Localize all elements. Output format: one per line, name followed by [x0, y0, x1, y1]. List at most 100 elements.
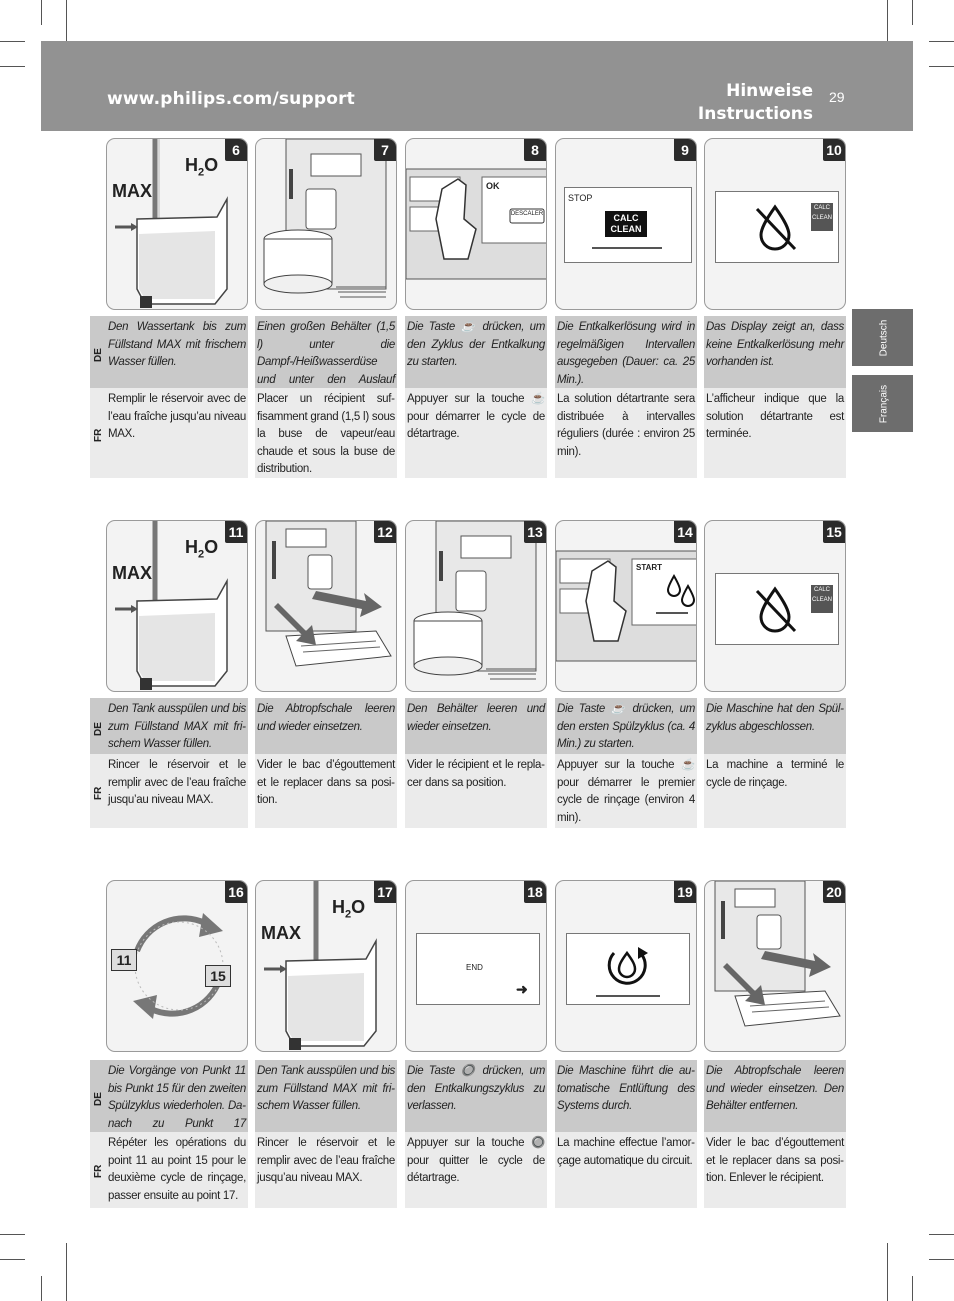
lang-label-de: DE	[90, 698, 107, 754]
step-12-fr: Vider le bac d’égouttement et le replace…	[255, 754, 397, 828]
max-label: MAX	[261, 923, 301, 943]
illustration-step-11: MAX H2O 11	[106, 520, 248, 692]
step-7-de: Einen großen Behälter (1,5 l) unter die …	[255, 316, 397, 403]
max-label: MAX	[112, 563, 152, 583]
water-tank-illustration	[264, 881, 377, 1050]
crop-mark	[0, 1259, 25, 1260]
loop-end-label: 15	[205, 965, 231, 987]
drip-tray-removal-illustration	[265, 521, 392, 667]
crop-mark	[929, 66, 954, 67]
priming-icon	[596, 947, 660, 997]
crop-mark	[887, 1243, 888, 1301]
crop-mark	[41, 1276, 42, 1301]
lang-label-fr: FR	[90, 754, 107, 828]
step-11-fr: Rincer le réservoir et le remplir avec d…	[106, 754, 248, 828]
page-title-de: Hinweise	[726, 81, 813, 101]
water-tank-illustration	[115, 139, 228, 308]
crop-mark	[41, 0, 42, 25]
step-17-fr: Rincer le réservoir et le remplir avec d…	[255, 1132, 397, 1208]
illustration-step-14: START 14	[555, 520, 697, 692]
page-number: 29	[829, 89, 845, 105]
step-18-de: Die Taste 🔘 drücken, um den Entkalkungsz…	[405, 1060, 547, 1132]
step-number: 13	[524, 521, 546, 543]
step-number: 17	[374, 881, 396, 903]
side-tab-deutsch: Deutsch	[852, 309, 913, 366]
step-number: 10	[823, 139, 845, 161]
step-14-de: Die Taste ☕ drücken, um den ersten Spülz…	[555, 698, 697, 754]
max-label: MAX	[112, 181, 152, 201]
drip-tray-removal-illustration	[714, 881, 841, 1027]
end-label: END	[466, 963, 483, 972]
illustration-step-20: 20	[704, 880, 846, 1052]
step-10-fr: L’afficheur indique que la solution déta…	[704, 388, 846, 478]
h2o-label: H2O	[185, 155, 219, 179]
loop-start-label: 11	[111, 949, 137, 971]
step-6-de: Den Wassertank bis zum Füllstand MAX mit…	[106, 316, 248, 388]
press-memo-button-illustration	[406, 168, 546, 280]
step-6-fr: Remplir le réservoir avec de l’eau fraîc…	[106, 388, 248, 478]
step-number: 7	[374, 139, 396, 161]
display-screen	[416, 933, 540, 1005]
step-11-de: Den Tank ausspülen und bis zum Füllstand…	[106, 698, 248, 754]
step-number: 19	[674, 881, 696, 903]
step-17-de: Den Tank ausspülen und bis zum Füllstand…	[255, 1060, 397, 1132]
step-19-de: Die Maschine führt die au­tomatische Ent…	[555, 1060, 697, 1132]
step-13-fr: Vider le récipient et le repla­cer dans …	[405, 754, 547, 828]
step-20-fr: Vider le bac d’égouttement et le replace…	[704, 1132, 846, 1208]
step-9-de: Die Entkalkerlösung wird in regelmäßigen…	[555, 316, 697, 388]
lang-label-de: DE	[90, 316, 107, 388]
machine-container-illustration	[413, 521, 537, 680]
step-15-de: Die Maschine hat den Spül­zyklus abgesch…	[704, 698, 846, 754]
machine-container-illustration	[263, 139, 387, 298]
illustration-step-13: 13	[405, 520, 547, 692]
page-title-fr: Instructions	[697, 104, 813, 124]
crop-mark	[912, 0, 913, 25]
step-number: 9	[674, 139, 696, 161]
crop-mark	[66, 1243, 67, 1301]
step-16-de: Die Vorgänge von Punkt 11 bis Punkt 15 f…	[106, 1060, 248, 1147]
crop-mark	[912, 1276, 913, 1301]
crop-mark	[0, 41, 25, 42]
step-number: 20	[823, 881, 845, 903]
illustration-step-7: 7	[255, 138, 397, 310]
no-descaler-icon	[755, 586, 797, 633]
step-16-fr: Répéter les opérations du point 11 au po…	[106, 1132, 248, 1208]
step-8-de: Die Taste ☕ drücken, um den Zyklus der E…	[405, 316, 547, 388]
crop-mark	[66, 0, 67, 58]
page-header: www.philips.com/support Hinweise Instruc…	[41, 41, 913, 131]
illustration-step-18: END ➜ 18	[405, 880, 547, 1052]
step-number: 8	[524, 139, 546, 161]
lang-label-fr: FR	[90, 1132, 107, 1208]
step-number: 11	[225, 521, 247, 543]
step-13-de: Den Behälter leeren und wie­der einsetze…	[405, 698, 547, 754]
press-memo-button-illustration	[556, 550, 696, 662]
step-10-de: Das Display zeigt an, dass keine Entkalk…	[704, 316, 846, 388]
h2o-label: H2O	[332, 897, 366, 921]
step-20-de: Die Abtropfschale leeren und wieder eins…	[704, 1060, 846, 1132]
crop-mark	[887, 0, 888, 58]
h2o-label: H2O	[185, 537, 219, 561]
step-number: 14	[674, 521, 696, 543]
crop-mark	[0, 1234, 25, 1235]
step-9-fr: La solution détartrante sera distribuée …	[555, 388, 697, 478]
step-7-fr: Placer un récipient suf­fisamment grand …	[255, 388, 397, 478]
display-screen	[566, 933, 690, 1005]
illustration-step-6: MAX H2O 6	[106, 138, 248, 310]
illustration-step-17: MAX H2O 17	[255, 880, 397, 1052]
step-15-fr: La machine a terminé le cycle de rinçage…	[704, 754, 846, 828]
water-tank-illustration	[115, 521, 228, 690]
step-number: 6	[225, 139, 247, 161]
step-12-de: Die Abtropfschale leeren und wieder eins…	[255, 698, 397, 754]
arrow-right-icon: ➜	[516, 981, 528, 997]
support-url[interactable]: www.philips.com/support	[107, 89, 356, 109]
stop-label: STOP	[568, 193, 593, 203]
step-number: 18	[524, 881, 546, 903]
step-19-fr: La machine effectue l’amor­çage automati…	[555, 1132, 697, 1208]
step-14-fr: Appuyer sur la touche ☕ pour démarrer le…	[555, 754, 697, 828]
